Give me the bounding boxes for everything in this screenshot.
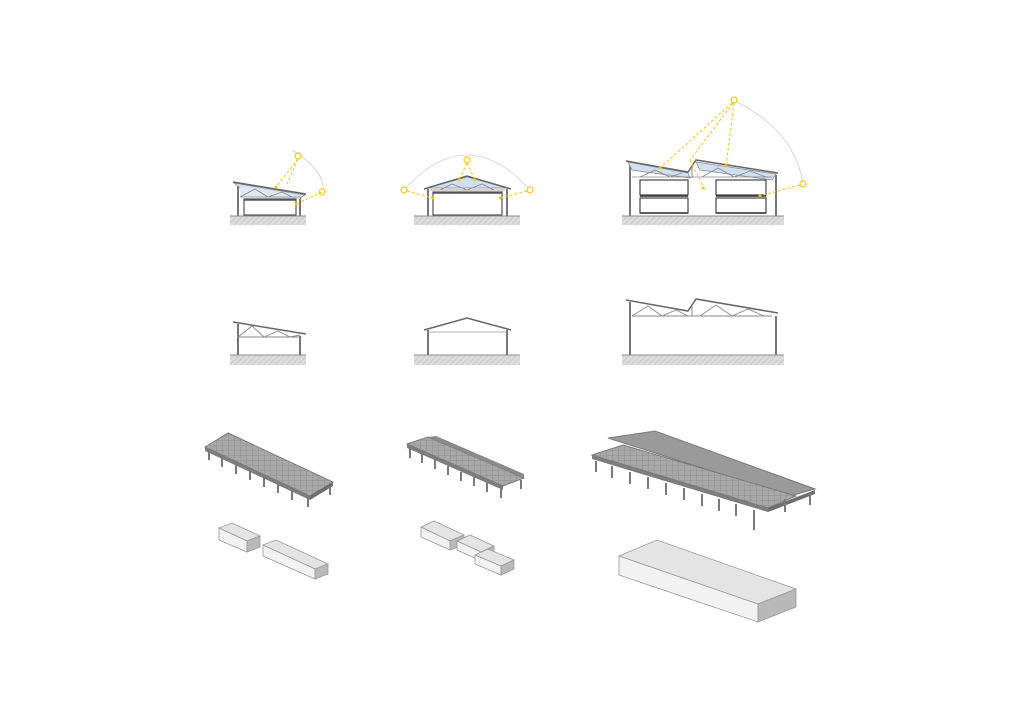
ground-slab xyxy=(414,216,520,225)
section-sun-sawtooth xyxy=(622,96,807,225)
section-structure-mono-pitch xyxy=(230,321,307,365)
axo-roof-sawtooth xyxy=(590,430,817,530)
sun-high-icon xyxy=(294,152,302,160)
mass-mono-pitch xyxy=(217,522,330,580)
sun-west-icon xyxy=(526,186,534,194)
sun-east-icon xyxy=(400,186,408,194)
ground-slab xyxy=(622,216,784,225)
section-structure-sawtooth xyxy=(622,298,784,365)
ground-slab xyxy=(414,355,520,365)
axo-roof-gable xyxy=(405,436,526,498)
mass-gable xyxy=(420,520,515,576)
axo-roof-mono-pitch xyxy=(203,432,335,507)
mass-sawtooth xyxy=(617,539,798,623)
sun-low-icon xyxy=(799,180,807,188)
sun-zenith-icon xyxy=(463,156,471,164)
sun-high-icon xyxy=(730,96,738,104)
section-structure-gable xyxy=(414,317,520,365)
section-sun-mono-pitch xyxy=(230,149,326,225)
ground-slab xyxy=(622,355,784,365)
ground-slab xyxy=(230,355,306,365)
section-sun-gable xyxy=(400,154,534,225)
ground-slab xyxy=(230,216,306,225)
